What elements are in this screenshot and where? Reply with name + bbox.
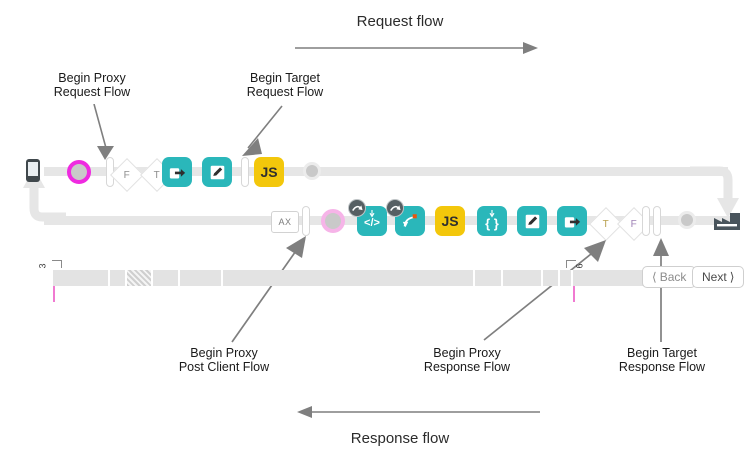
annotation-arrow-begin-proxy-request-flow	[93, 104, 114, 160]
request-flow-endpoint-dot[interactable]	[303, 162, 321, 180]
annotation-line-2: Post Client Flow	[178, 360, 270, 374]
phone-screen	[28, 162, 38, 176]
condition-label: F	[123, 169, 131, 181]
timeline-divider	[151, 270, 153, 286]
breakpoint-marker-inactive[interactable]	[321, 209, 345, 233]
annotation-arrow-begin-target-response-flow	[653, 238, 669, 342]
chevron-right-icon: ⟩	[729, 270, 735, 284]
timeline-divider	[541, 270, 543, 286]
session-timeline[interactable]	[53, 270, 653, 302]
policy-assign-message-request[interactable]	[202, 157, 232, 187]
annotation-line-1: Begin Proxy	[433, 346, 501, 360]
annotation-arrow-begin-target-request-flow	[242, 105, 283, 156]
factory-icon	[714, 213, 740, 230]
timeline-divider	[108, 270, 110, 286]
response-flow-endpoint-dot[interactable]	[678, 211, 696, 229]
return-arrow-icon	[402, 214, 417, 228]
request-flow-divider-2[interactable]	[241, 157, 249, 187]
pencil-icon	[525, 214, 539, 228]
annotation-line-1: Begin Target	[250, 71, 320, 85]
response-flow-divider-1[interactable]	[302, 206, 310, 236]
annotation-line-2: Response Flow	[423, 360, 511, 374]
loop-badge-icon[interactable]	[348, 199, 366, 217]
policy-assign-message-response[interactable]	[517, 206, 547, 236]
annotation-line-2: Request Flow	[246, 85, 324, 99]
timeline-divider	[178, 270, 180, 286]
condition-diamond: F	[110, 158, 144, 192]
policy-ax-analytics[interactable]: AX	[271, 211, 299, 233]
response-flow-title: Response flow	[350, 430, 450, 447]
loop-badge-icon[interactable]	[386, 199, 404, 217]
policy-label: { }	[485, 216, 499, 231]
pencil-icon	[210, 165, 224, 179]
policy-javascript-request[interactable]: JS	[254, 157, 284, 187]
request-flow-arrow	[295, 42, 538, 54]
bracket-corner	[566, 260, 576, 268]
annotation-begin-proxy-response-flow: Begin Proxy Response Flow	[396, 346, 538, 374]
policy-label: JS	[260, 164, 278, 180]
policy-raise-fault[interactable]	[395, 206, 425, 236]
chevron-left-icon: ⟨	[652, 270, 657, 284]
timeline-divider	[125, 270, 127, 286]
timeline-divider	[571, 270, 573, 286]
annotation-arrow-begin-proxy-response-flow	[483, 240, 606, 341]
bracket-corner	[52, 260, 62, 268]
policy-label: </>	[364, 217, 380, 229]
annotation-begin-target-response-flow: Begin Target Response Flow	[591, 346, 733, 374]
breakpoint-marker-active[interactable]	[67, 160, 91, 184]
target-endpoint-icon[interactable]	[712, 208, 742, 237]
response-flow-arrow	[297, 406, 540, 418]
timeline-label-start: 3	[38, 256, 62, 274]
timeline-divider	[221, 270, 223, 286]
policy-json-threat-protection[interactable]: { }	[477, 206, 507, 236]
annotation-begin-target-request-flow: Begin Target Request Flow	[215, 71, 355, 99]
share-arrow-icon	[169, 167, 185, 178]
next-button[interactable]: Next ⟩	[692, 266, 745, 288]
timeline-divider	[473, 270, 475, 286]
share-arrow-icon	[564, 216, 580, 227]
policy-label: AX	[278, 217, 292, 227]
timeline-label-end: 6	[566, 256, 585, 274]
timeline-hatched-segment	[127, 270, 151, 286]
annotation-arrow-begin-proxy-post-client-flow	[231, 236, 306, 343]
timeline-track[interactable]	[53, 270, 653, 286]
condition-label: F	[630, 218, 638, 230]
annotation-begin-proxy-request-flow: Begin Proxy Request Flow	[22, 71, 162, 99]
condition-node-false-request[interactable]: F	[110, 158, 144, 192]
curved-arrow-icon	[390, 205, 401, 212]
annotation-line-2: Response Flow	[618, 360, 706, 374]
condition-node-true-response[interactable]: T	[589, 207, 623, 241]
timeline-marker-start[interactable]	[53, 286, 55, 302]
response-flow-rail	[44, 216, 734, 225]
curved-arrow-icon	[352, 205, 363, 212]
response-flow-divider-3[interactable]	[653, 206, 661, 236]
client-mobile-phone-icon[interactable]	[26, 159, 40, 182]
policy-label: JS	[441, 213, 459, 229]
timeline-divider	[558, 270, 560, 286]
timeline-divider	[501, 270, 503, 286]
download-arrow-icon	[489, 210, 495, 218]
annotation-line-1: Begin Target	[627, 346, 697, 360]
condition-label: T	[602, 218, 610, 230]
timeline-marker-end[interactable]	[573, 286, 575, 302]
mobile-phone-icon	[26, 159, 40, 182]
condition-label: T	[153, 169, 161, 181]
annotation-begin-proxy-post-client-flow: Begin Proxy Post Client Flow	[153, 346, 295, 374]
back-button-label: Back	[659, 270, 687, 284]
next-button-label: Next	[702, 270, 727, 284]
policy-service-callout-request[interactable]	[162, 157, 192, 187]
annotation-line-2: Request Flow	[53, 85, 131, 99]
annotation-line-1: Begin Proxy	[58, 71, 126, 85]
request-flow-rail	[44, 167, 728, 176]
policy-service-callout-response[interactable]	[557, 206, 587, 236]
policy-javascript-response[interactable]: JS	[435, 206, 465, 236]
response-flow-divider-2[interactable]	[642, 206, 650, 236]
download-arrow-icon	[369, 210, 375, 218]
request-flow-title: Request flow	[356, 13, 444, 30]
request-to-response-connector	[690, 166, 739, 218]
annotation-line-1: Begin Proxy	[190, 346, 258, 360]
back-button[interactable]: ⟨ Back	[642, 266, 697, 288]
